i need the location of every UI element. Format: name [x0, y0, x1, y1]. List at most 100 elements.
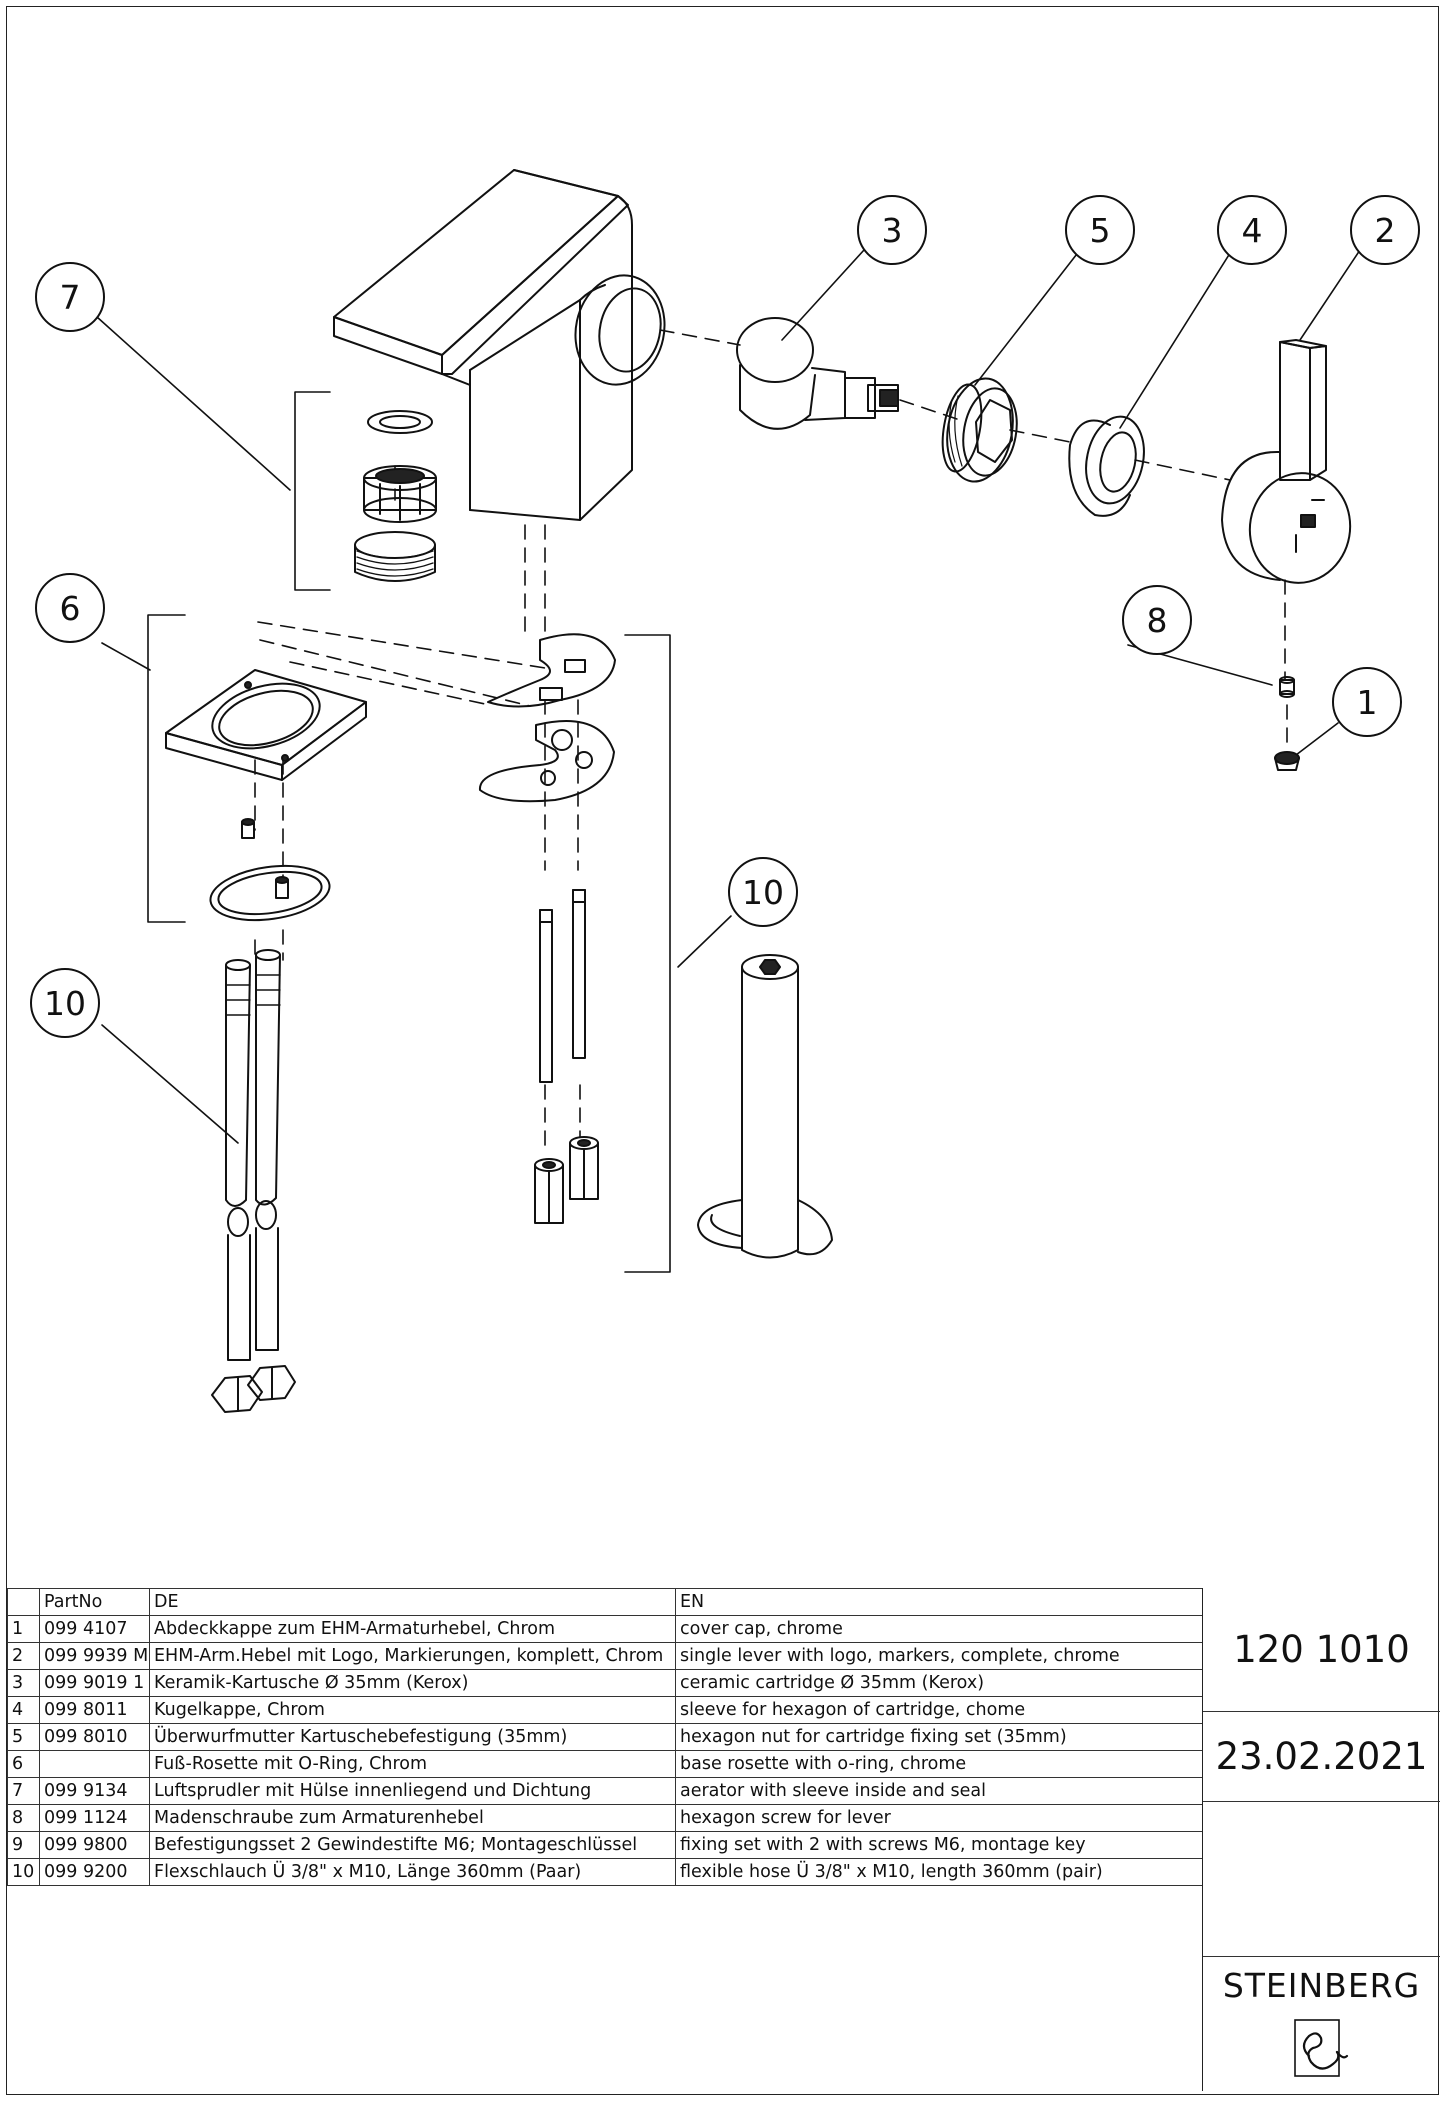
brand-name: STEINBERG	[1222, 1966, 1421, 2005]
callout-10-tools: 10	[728, 857, 798, 927]
table-row: 1 099 4107 Abdeckkappe zum EHM-Armaturhe…	[7, 1615, 1203, 1643]
threaded-rods	[539, 889, 586, 1083]
row-de: EHM-Arm.Hebel mit Logo, Markierungen, ko…	[149, 1642, 676, 1670]
row-en: fixing set with 2 with screws M6, montag…	[675, 1831, 1203, 1859]
article-number: 120 1010	[1203, 1588, 1440, 1712]
row-en: single lever with logo, markers, complet…	[675, 1642, 1203, 1670]
row-part-no: 099 9800	[39, 1831, 150, 1859]
aerator-sleeve	[354, 531, 436, 582]
row-no: 5	[7, 1723, 40, 1751]
row-part-no: 099 8011	[39, 1696, 150, 1724]
callout-5-label: 5	[1090, 211, 1111, 250]
row-en: aerator with sleeve inside and seal	[675, 1777, 1203, 1805]
hexagon-nut	[941, 377, 1018, 483]
fixing-plate-lower	[478, 720, 615, 803]
callout-1-label: 1	[1357, 683, 1378, 722]
row-part-no: 099 1124	[39, 1804, 150, 1832]
header-no	[7, 1588, 40, 1616]
callout-10-tools-label: 10	[742, 873, 784, 912]
row-de: Fuß-Rosette mit O-Ring, Chrom	[149, 1750, 676, 1778]
table-header-row: PartNo DE EN	[7, 1588, 1203, 1616]
row-de: Befestigungsset 2 Gewindestifte M6; Mont…	[149, 1831, 676, 1859]
callout-4-label: 4	[1242, 211, 1263, 250]
table-row: 7 099 9134 Luftsprudler mit Hülse innenl…	[7, 1777, 1203, 1805]
callout-2: 2	[1350, 195, 1420, 265]
o-ring	[209, 864, 331, 922]
row-de: Kugelkappe, Chrom	[149, 1696, 676, 1724]
callout-4: 4	[1217, 195, 1287, 265]
group-brackets	[147, 391, 671, 1273]
callout-10-hoses: 10	[30, 968, 100, 1038]
row-no: 1	[7, 1615, 40, 1643]
callout-6: 6	[35, 573, 105, 643]
callout-3: 3	[857, 195, 927, 265]
row-en: hexagon screw for lever	[675, 1804, 1203, 1832]
assembly-axes	[254, 329, 1288, 1151]
row-en: flexible hose Ü 3/8" x M10, length 360mm…	[675, 1858, 1203, 1886]
exploded-view-drawing: 7 3 5 4 2 6 8 1 10 10	[30, 169, 1420, 1413]
ceramic-cartridge	[736, 317, 899, 430]
row-de: Flexschlauch Ü 3/8" x M10, Länge 360mm (…	[149, 1858, 676, 1886]
base-rosette	[165, 669, 367, 781]
ball-sleeve	[1068, 415, 1145, 517]
brand-block: STEINBERG	[1203, 1956, 1440, 2091]
row-no: 10	[7, 1858, 40, 1886]
header-part-no: PartNo	[39, 1588, 150, 1616]
row-no: 4	[7, 1696, 40, 1724]
row-no: 8	[7, 1804, 40, 1832]
callout-3-label: 3	[882, 211, 903, 250]
steinberg-logo-icon	[1294, 2019, 1349, 2077]
table-row: 10 099 9200 Flexschlauch Ü 3/8" x M10, L…	[7, 1858, 1203, 1886]
row-de: Luftsprudler mit Hülse innenliegend und …	[149, 1777, 676, 1805]
row-part-no: 099 4107	[39, 1615, 150, 1643]
row-en: ceramic cartridge Ø 35mm (Kerox)	[675, 1669, 1203, 1697]
faucet-body	[333, 169, 666, 521]
table-row: 8 099 1124 Madenschraube zum Armaturenhe…	[7, 1804, 1203, 1832]
table-row: 9 099 9800 Befestigungsset 2 Gewindestif…	[7, 1831, 1203, 1859]
row-part-no: 099 9200	[39, 1858, 150, 1886]
row-part-no: 099 9019 1	[39, 1669, 150, 1697]
table-row: 5 099 8010 Überwurfmutter Kartuschebefes…	[7, 1723, 1203, 1751]
row-no: 2	[7, 1642, 40, 1670]
callout-7: 7	[35, 262, 105, 332]
row-en: sleeve for hexagon of cartridge, chome	[675, 1696, 1203, 1724]
callout-6-label: 6	[60, 589, 81, 628]
table-row: 3 099 9019 1 Keramik-Kartusche Ø 35mm (K…	[7, 1669, 1203, 1697]
aerator-seal	[367, 410, 433, 434]
set-screw	[1279, 676, 1295, 698]
row-part-no: 099 9939 M	[39, 1642, 150, 1670]
cover-cap	[1274, 751, 1300, 771]
row-en: base rosette with o-ring, chrome	[675, 1750, 1203, 1778]
row-de: Madenschraube zum Armaturenhebel	[149, 1804, 676, 1832]
row-part-no: 099 8010	[39, 1723, 150, 1751]
hex-nuts	[534, 1136, 599, 1224]
row-no: 3	[7, 1669, 40, 1697]
montage-key	[697, 954, 833, 1259]
row-en: cover cap, chrome	[675, 1615, 1203, 1643]
table-row: 4 099 8011 Kugelkappe, Chrom sleeve for …	[7, 1696, 1203, 1724]
header-en: EN	[675, 1588, 1203, 1616]
callout-7-label: 7	[60, 278, 81, 317]
row-part-no	[39, 1750, 150, 1778]
row-no: 6	[7, 1750, 40, 1778]
row-no: 9	[7, 1831, 40, 1859]
title-block-blank-cell	[1203, 1801, 1440, 1957]
header-de: DE	[149, 1588, 676, 1616]
callout-8-label: 8	[1147, 601, 1168, 640]
row-de: Abdeckkappe zum EHM-Armaturhebel, Chrom	[149, 1615, 676, 1643]
row-de: Keramik-Kartusche Ø 35mm (Kerox)	[149, 1669, 676, 1697]
row-de: Überwurfmutter Kartuschebefestigung (35m…	[149, 1723, 676, 1751]
table-row: 2 099 9939 M EHM-Arm.Hebel mit Logo, Mar…	[7, 1642, 1203, 1670]
table-row: 6 Fuß-Rosette mit O-Ring, Chrom base ros…	[7, 1750, 1203, 1778]
row-no: 7	[7, 1777, 40, 1805]
callout-5: 5	[1065, 195, 1135, 265]
leader-lines	[96, 249, 1361, 1144]
fixing-plate-upper	[487, 633, 616, 708]
parts-list-table: PartNo DE EN 1 099 4107 Abdeckkappe zum …	[7, 1588, 1203, 1886]
row-part-no: 099 9134	[39, 1777, 150, 1805]
callout-8: 8	[1122, 585, 1192, 655]
callout-2-label: 2	[1375, 211, 1396, 250]
callout-10-hoses-label: 10	[44, 984, 86, 1023]
row-en: hexagon nut for cartridge fixing set (35…	[675, 1723, 1203, 1751]
single-lever	[1221, 339, 1352, 584]
